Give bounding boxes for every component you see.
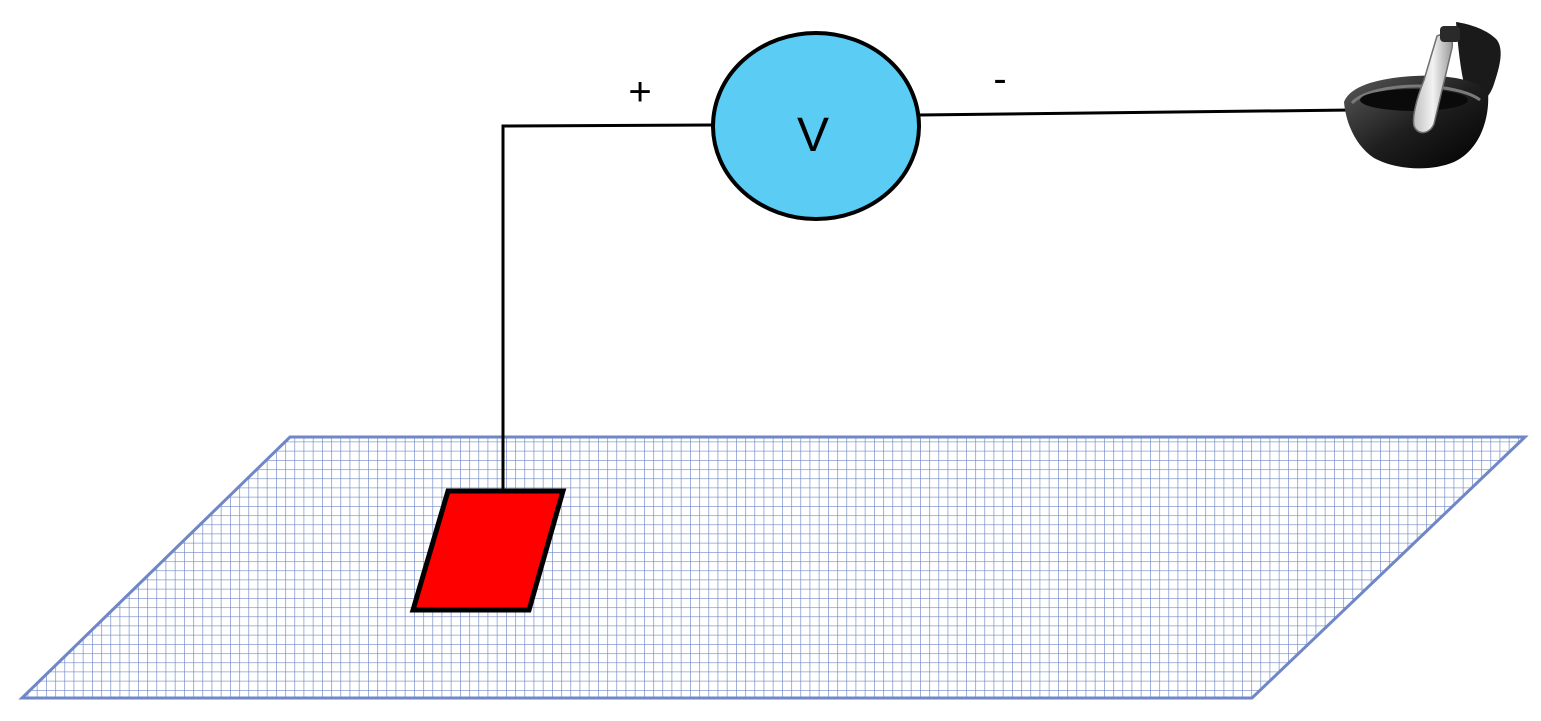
minus-terminal-label: - — [993, 57, 1006, 101]
voltmeter-label: V — [797, 109, 829, 162]
water-bowl-icon — [1344, 22, 1501, 169]
floor-grid — [18, 435, 1529, 700]
positive-wire — [501, 123, 713, 491]
voltmeter: V — [711, 31, 921, 221]
negative-wire — [918, 108, 1353, 117]
floor-electrode — [409, 488, 567, 613]
plus-terminal-label: + — [628, 70, 651, 114]
